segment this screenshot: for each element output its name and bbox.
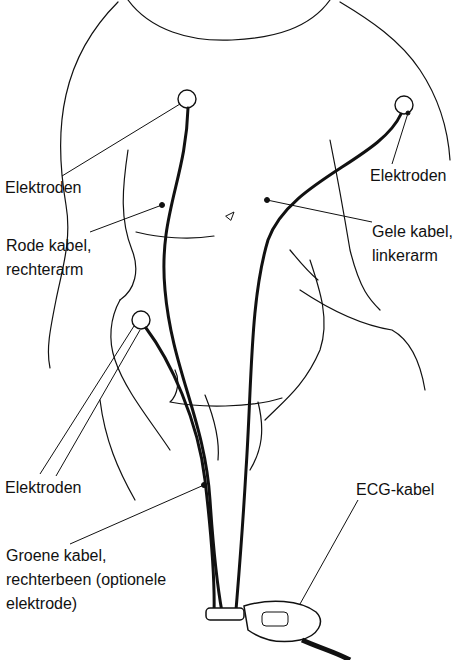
leg-outline: [300, 290, 425, 390]
ecg-cable: [302, 640, 350, 660]
yellow-cable: [236, 114, 401, 610]
electrode-label: Elektroden: [5, 176, 115, 200]
cable-label: Gele kabel, linkerarm: [372, 220, 454, 268]
cable-label: Rode kabel, rechterarm: [6, 234, 116, 282]
neck-outline: [128, 0, 330, 40]
leader-dot: [406, 111, 410, 115]
arm-outline: [340, 2, 450, 160]
electrode: [395, 96, 413, 114]
arm-inner-outline: [120, 150, 136, 300]
leader-line: [56, 330, 140, 476]
navel: [226, 212, 234, 220]
leader-line: [267, 200, 372, 222]
leader-line: [300, 500, 358, 604]
cable-label: Groene kabel, rechterbeen (optionele ele…: [6, 544, 176, 616]
leg-outline: [250, 402, 262, 470]
electrode: [132, 311, 150, 329]
torso-outline: [290, 250, 318, 280]
connector-badge: [262, 612, 288, 626]
torso-outline: [265, 260, 324, 420]
leader-line: [40, 326, 134, 474]
leg-outline: [100, 400, 135, 500]
leader-dot: [202, 483, 207, 488]
leader-line: [90, 205, 162, 232]
plug: [206, 608, 244, 620]
torso-outline: [111, 300, 170, 450]
leader-dot: [265, 198, 270, 203]
leader-dot: [160, 203, 165, 208]
rib-outline: [136, 232, 214, 238]
leader-line: [70, 485, 204, 544]
electrode-label: Elektroden: [370, 164, 454, 188]
cable-connector: [244, 601, 320, 641]
electrode: [178, 90, 196, 108]
electrode-label: Elektroden: [5, 476, 115, 500]
red-cable: [164, 108, 222, 612]
cable-label: ECG-kabel: [356, 478, 452, 502]
leader-line: [392, 113, 408, 164]
leader-line: [62, 104, 180, 176]
leg-outline: [205, 395, 218, 460]
